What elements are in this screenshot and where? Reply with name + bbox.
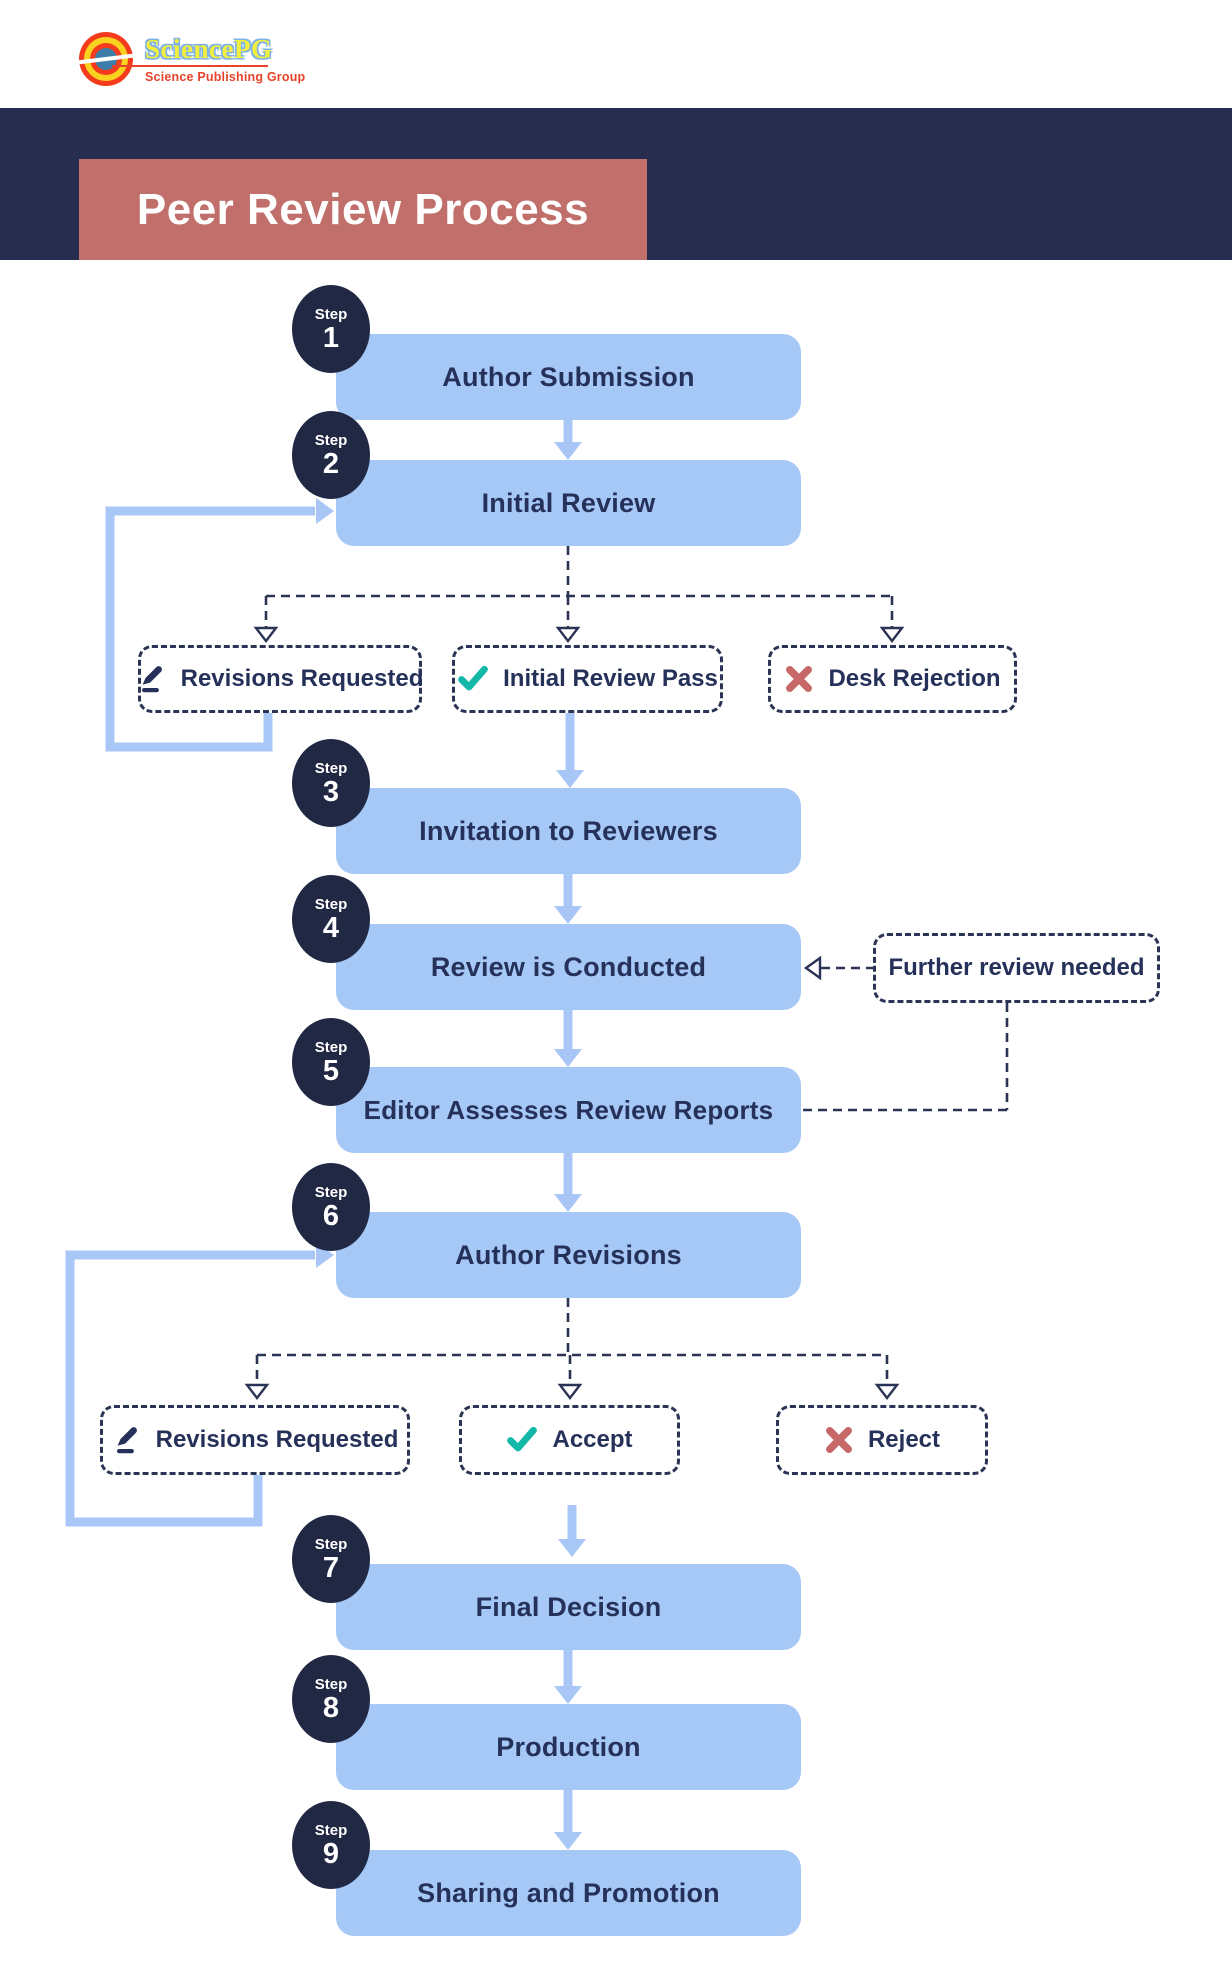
arrowhead-step5 [554, 1049, 582, 1067]
note-label: Further review needed [888, 954, 1145, 981]
step-node-label: Editor Assesses Review Reports [363, 1094, 774, 1125]
decision-initial-review-pass: Initial Review Pass [452, 645, 723, 713]
hollow-arrowhead-revisions1 [253, 626, 279, 643]
step-badge-1: Step 1 [292, 285, 370, 373]
hollow-arrowhead-desk-rejection [879, 626, 905, 643]
arrowhead-step3 [556, 770, 584, 788]
x-icon [786, 666, 813, 692]
step-badge-2: Step 2 [292, 411, 370, 499]
step-badge-number: 3 [322, 776, 340, 809]
step-badge-number: 1 [322, 322, 340, 355]
arrowhead-step8 [554, 1686, 582, 1704]
decision-label: Desk Rejection [828, 665, 1001, 692]
arrowhead-step9 [554, 1832, 582, 1850]
decision-label: Revisions Requested [155, 1426, 399, 1453]
hollow-arrowhead-note [803, 955, 822, 981]
decision-label: Initial Review Pass [503, 665, 718, 692]
step-badge-label: Step [314, 1676, 348, 1694]
check-icon [458, 665, 488, 691]
dashed-branch-lines [255, 546, 1009, 1384]
step-node-label: Author Submission [442, 361, 695, 392]
step-node-label: Sharing and Promotion [417, 1877, 720, 1908]
step-badge-number: 2 [322, 448, 340, 481]
step-badge-4: Step 4 [292, 875, 370, 963]
step-badge-label: Step [314, 1822, 348, 1840]
step-badge-number: 4 [322, 912, 340, 945]
step-badge-number: 6 [322, 1200, 340, 1233]
step-badge-number: 8 [322, 1692, 340, 1725]
decision-label: Reject [867, 1426, 941, 1453]
step-badge-5: Step 5 [292, 1018, 370, 1106]
hollow-arrowhead-accept [557, 1383, 583, 1400]
step-badge-label: Step [314, 896, 348, 914]
step-node-sharing-and-promotion: Sharing and Promotion [336, 1850, 801, 1936]
step-badge-label: Step [314, 760, 348, 778]
logo-tagline: Science Publishing Group [145, 70, 306, 84]
logo-text-block: SciencePG Science Publishing Group [112, 34, 345, 84]
step-badge-label: Step [314, 432, 348, 450]
title-banner: Peer Review Process [79, 159, 647, 260]
page-title: Peer Review Process [136, 184, 590, 234]
solid-flow-lines [65, 420, 577, 1833]
solid-arrowheads [316, 442, 586, 1850]
step-badge-8: Step 8 [292, 1655, 370, 1743]
logo-divider [112, 65, 268, 67]
logo-name: SciencePG [145, 34, 273, 64]
arrowhead-step6 [554, 1194, 582, 1212]
x-icon [825, 1427, 852, 1453]
step-badge-9: Step 9 [292, 1801, 370, 1889]
decision-accept: Accept [459, 1405, 680, 1475]
step-node-label: Production [496, 1731, 641, 1762]
step-badge-label: Step [314, 1039, 348, 1057]
decision-reject: Reject [776, 1405, 988, 1475]
decision-label: Accept [552, 1426, 633, 1453]
decision-label: Revisions Requested [180, 665, 424, 692]
pencil-icon [141, 666, 162, 693]
step-badge-label: Step [314, 1184, 348, 1202]
step-badge-6: Step 6 [292, 1163, 370, 1251]
decision-revisions-requested-2: Revisions Requested [100, 1405, 410, 1475]
loop-line-revisions-to-step6 [65, 1250, 315, 1527]
check-icon [507, 1426, 538, 1452]
hollow-arrowhead-revisions2 [244, 1383, 270, 1400]
step-node-author-submission: Author Submission [336, 334, 801, 420]
sciencepg-logo-icon [75, 32, 137, 86]
step-node-label: Initial Review [481, 487, 656, 518]
step-badge-number: 7 [322, 1552, 340, 1585]
loop-line-revisions-to-step2 [105, 506, 315, 752]
step-node-invitation-to-reviewers: Invitation to Reviewers [336, 788, 801, 874]
step-badge-label: Step [314, 1536, 348, 1554]
step-node-label: Invitation to Reviewers [419, 815, 718, 846]
step-badge-number: 9 [322, 1838, 340, 1871]
step-node-editor-assesses-review-reports: Editor Assesses Review Reports [336, 1067, 801, 1153]
pencil-icon [116, 1427, 137, 1454]
step-badge-label: Step [314, 306, 348, 324]
arrowhead-step4 [554, 906, 582, 924]
step-node-production: Production [336, 1704, 801, 1790]
hollow-arrowhead-pass [555, 626, 581, 643]
step-node-label: Review is Conducted [430, 951, 707, 982]
step-node-initial-review: Initial Review [336, 460, 801, 546]
decision-desk-rejection: Desk Rejection [768, 645, 1017, 713]
step-badge-3: Step 3 [292, 739, 370, 827]
header-bar: SciencePG Science Publishing Group [0, 0, 1232, 108]
hollow-arrowhead-reject [874, 1383, 900, 1400]
arrowhead-step2 [554, 442, 582, 460]
step-node-label: Final Decision [475, 1591, 662, 1622]
hollow-arrowheads [244, 626, 905, 1400]
decision-revisions-requested-1: Revisions Requested [138, 645, 424, 713]
step-node-author-revisions: Author Revisions [336, 1212, 801, 1298]
step-node-review-is-conducted: Review is Conducted [336, 924, 801, 1010]
step-badge-7: Step 7 [292, 1515, 370, 1603]
step-badge-number: 5 [322, 1055, 340, 1088]
step-node-final-decision: Final Decision [336, 1564, 801, 1650]
note-further-review-needed: Further review needed [873, 933, 1160, 1003]
arrowhead-step7 [558, 1539, 586, 1557]
arrowhead-loop1 [316, 498, 334, 524]
step-node-label: Author Revisions [455, 1239, 682, 1270]
